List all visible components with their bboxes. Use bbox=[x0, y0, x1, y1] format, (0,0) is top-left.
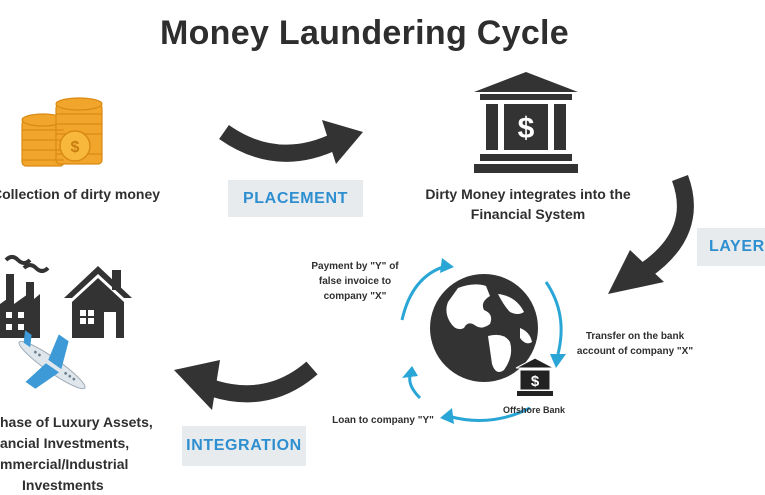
arrow-placement bbox=[219, 120, 363, 164]
node-integrates-line2: Financial System bbox=[470, 206, 586, 222]
offshore-bank-label: Offshore Bank bbox=[502, 405, 565, 415]
payment-line1: Payment by "Y" of bbox=[311, 261, 399, 272]
node-luxury-line1: hase of Luxury Assets, bbox=[0, 414, 153, 430]
stage-integration: INTEGRATION bbox=[182, 426, 306, 466]
page-title: Money Laundering Cycle bbox=[159, 14, 569, 52]
svg-text:$: $ bbox=[531, 373, 540, 390]
house-icon bbox=[64, 266, 132, 338]
bank-dollar-icon: $ bbox=[474, 72, 578, 173]
node-luxury-line4: Investments bbox=[22, 477, 104, 493]
node-luxury-line3: mmercial/Industrial bbox=[0, 456, 129, 472]
payment-line3: company "X" bbox=[323, 291, 387, 302]
airplane-icon bbox=[18, 330, 86, 390]
transfer-line2: account of company "X" bbox=[576, 346, 694, 357]
transfer-line1: Transfer on the bank bbox=[585, 331, 685, 342]
svg-text:$: $ bbox=[71, 139, 80, 156]
node-luxury-line2: ancial Investments, bbox=[0, 435, 130, 451]
factory-icon bbox=[0, 255, 50, 338]
coins-icon: $ bbox=[21, 97, 103, 167]
small-bank-icon: $ bbox=[515, 357, 555, 396]
stage-layering: LAYERI bbox=[697, 228, 765, 266]
arrow-integration bbox=[174, 360, 318, 410]
loan-label: Loan to company "Y" bbox=[332, 415, 434, 426]
cycle-arrows bbox=[400, 258, 566, 424]
svg-text:$: $ bbox=[518, 112, 535, 145]
stage-placement: PLACEMENT bbox=[228, 180, 363, 217]
payment-line2: false invoice to bbox=[318, 276, 392, 287]
arrow-layering bbox=[608, 175, 694, 294]
node-collection: Collection of dirty money bbox=[0, 186, 161, 202]
node-integrates-line1: Dirty Money integrates into the bbox=[425, 186, 631, 202]
globe-icon bbox=[430, 274, 538, 382]
